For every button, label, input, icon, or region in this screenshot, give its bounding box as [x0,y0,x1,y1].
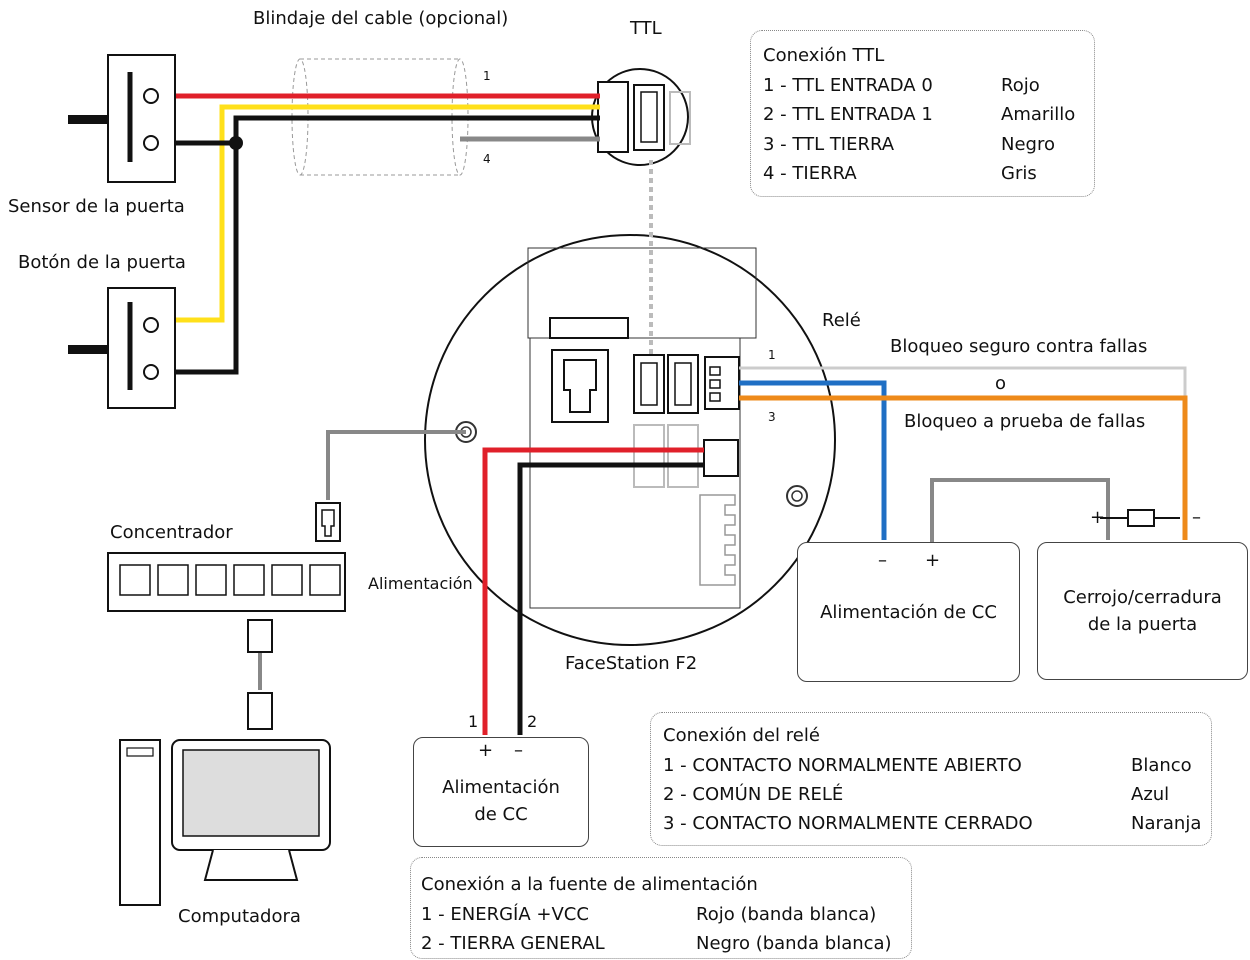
relay-legend-title: Conexión del relé [663,725,820,746]
ttl-label: TTL [630,18,662,39]
wire-junction-dot [229,136,243,150]
relay-legend-pin-1: 1 - CONTACTO NORMALMENTE ABIERTO [663,755,1022,776]
main-power-wires [482,447,704,735]
power-wire-2-label: 2 [527,712,538,731]
ttl-zoom-circle [591,68,691,355]
relay-legend: Conexión del relé 1 - CONTACTO NORMALMEN… [650,712,1212,846]
hub-label: Concentrador [110,522,233,543]
door-button [68,287,176,409]
ttl-wire-4-label: 4 [483,152,491,166]
door-button-label: Botón de la puerta [18,252,186,273]
door-lock-plus: + [1090,507,1106,528]
ttl-legend-color-2: Amarillo [1001,104,1076,125]
ttl-legend-color-3: Negro [1001,134,1055,155]
relay-legend-pin-2: 2 - COMÚN DE RELÉ [663,784,844,805]
power-wire-1-label: 1 [468,712,479,731]
door-lock-label: Cerrojo/cerradura de la puerta [1063,587,1222,635]
relay-legend-color-3: Naranja [1131,813,1202,834]
door-sensor-label: Sensor de la puerta [8,196,185,217]
power-legend-pin-1: 1 - ENERGÍA +VCC [421,904,589,925]
dc-power-relay-minus: – [878,550,887,571]
relay-legend-color-1: Blanco [1131,755,1192,776]
power-legend-color-1: Rojo (banda blanca) [696,904,877,925]
ttl-legend-title: Conexión TTL [763,45,885,66]
power-legend-pin-2: 2 - TIERRA GENERAL [421,933,605,954]
ttl-legend-pin-4: 4 - TIERRA [763,163,857,184]
relay-wire-1-label: 1 [768,348,776,362]
dc-power-relay-label: Alimentación de CC [820,601,997,623]
power-small-label: Alimentación [368,574,473,593]
door-lock-box: Cerrojo/cerradura de la puerta [1037,542,1248,680]
ttl-legend: Conexión TTL 1 - TTL ENTRADA 0 Rojo 2 - … [750,30,1095,197]
relay-legend-pin-3: 3 - CONTACTO NORMALMENTE CERRADO [663,813,1033,834]
ttl-legend-pin-2: 2 - TTL ENTRADA 1 [763,104,933,125]
rj45-plug-pc [247,692,273,730]
power-legend-title: Conexión a la fuente de alimentación [421,874,758,895]
ttl-legend-color-4: Gris [1001,163,1037,184]
ttl-legend-color-1: Rojo [1001,75,1040,96]
dc-power-main-label: Alimentación de CC [442,777,560,825]
relay-label: Relé [822,310,861,331]
power-legend: Conexión a la fuente de alimentación 1 -… [410,857,912,959]
rj45-plug-top [315,502,341,542]
device-name-label: FaceStation F2 [565,653,698,674]
ttl-wire-1-label: 1 [483,69,491,83]
dc-power-main-minus: – [514,740,523,761]
ttl-legend-pin-1: 1 - TTL ENTRADA 0 [763,75,933,96]
ttl-wires [175,93,600,375]
or-label: o [995,373,1007,394]
dc-power-main-box: Alimentación de CC [413,737,589,847]
shield-label: Blindaje del cable (opcional) [253,8,509,29]
fail-secure-label: Bloqueo seguro contra fallas [890,336,1148,357]
dc-power-main-plus: + [478,740,494,761]
rj45-plug-hub [247,619,273,653]
dc-power-relay-plus: + [925,550,941,571]
computer-label: Computadora [178,906,301,927]
relay-wires [739,366,1188,545]
network-cable [326,430,466,500]
hub-device [107,552,346,612]
device-circle [424,234,836,646]
computer-device [119,739,331,906]
fail-safe-label: Bloqueo a prueba de fallas [904,411,1146,432]
dc-power-relay-box: Alimentación de CC [797,542,1020,682]
power-legend-color-2: Negro (banda blanca) [696,933,892,954]
relay-legend-color-2: Azul [1131,784,1170,805]
ttl-legend-pin-3: 3 - TTL TIERRA [763,134,895,155]
door-sensor [68,54,176,183]
door-lock-minus: – [1192,507,1201,528]
relay-wire-3-label: 3 [768,410,776,424]
